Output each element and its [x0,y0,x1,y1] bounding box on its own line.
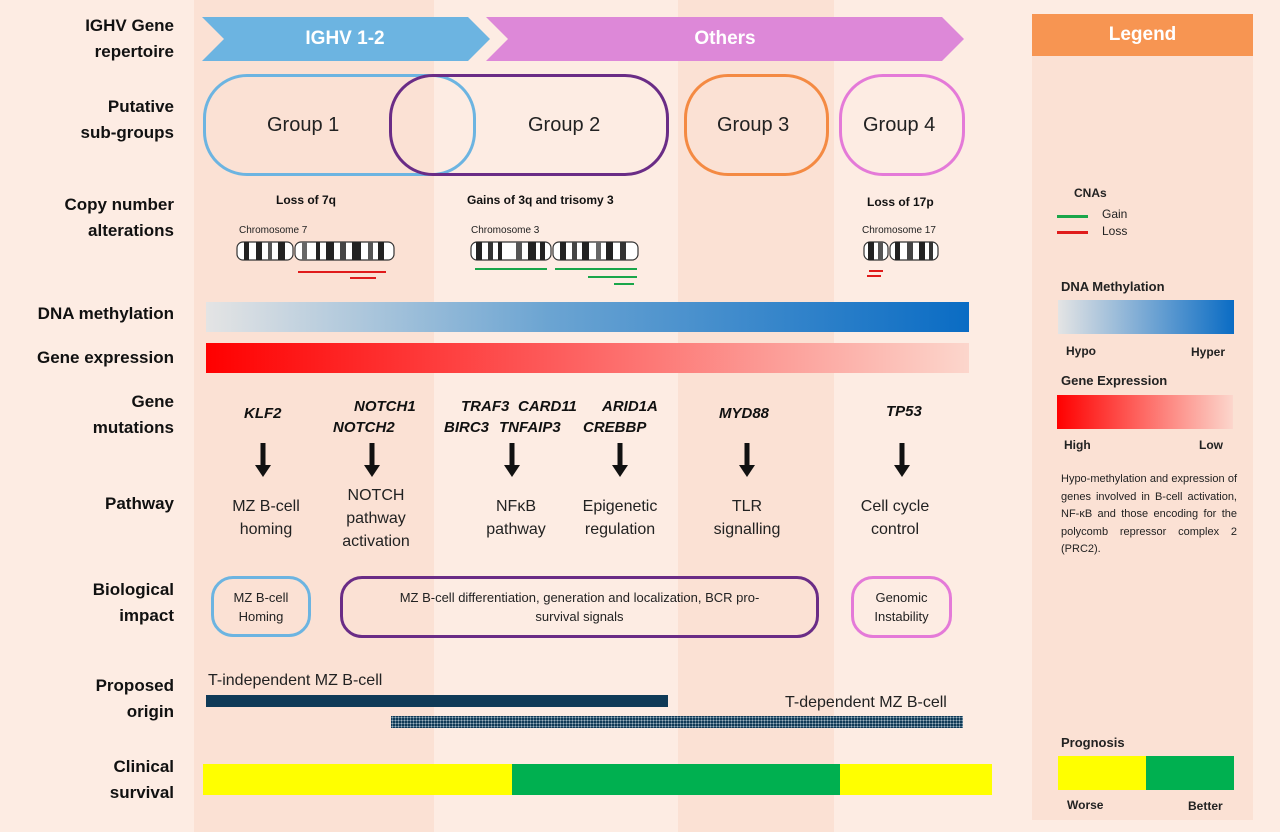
legend-better-label: Better [1188,799,1223,813]
arrow-down-icon [894,443,910,477]
chevron-others [486,17,964,61]
cna-loss-line [350,277,376,279]
legend-cnas-title: CNAs [1074,186,1107,200]
group2-label: Group 2 [528,114,601,136]
group4-box [839,74,965,176]
group4-label: Group 4 [863,114,936,136]
legend-title: Legend [1032,14,1253,56]
chromosome7-label: Chromosome 7 [239,225,308,236]
legend-worse-label: Worse [1067,798,1104,812]
chromosome17-ideogram [863,241,939,261]
origin-t-independent-bar [206,695,668,707]
cna-loss-line [867,275,881,277]
cna-gain-line [588,276,637,278]
mutation-traf3: TRAF3 [461,398,510,415]
legend-better-swatch [1146,756,1234,790]
legend-note: Hypo-methylation and expression of genes… [1061,473,1237,556]
origin-t-dependent-bar [391,716,963,728]
chromosome17-label: Chromosome 17 [862,225,936,236]
survival-bar-better [512,764,840,795]
mutation-notch2: NOTCH2 [333,419,395,436]
mutation-myd88: MYD88 [719,405,770,422]
expression-gradient-bar [206,343,969,373]
legend-methylation-title: DNA Methylation [1061,279,1165,294]
cna-gain-line [475,268,547,270]
mutation-crebbp: CREBBP [583,419,647,436]
legend-expression-gradient [1057,395,1233,429]
cna-loss-line [298,271,386,273]
label-methylation: DNA methylation [37,304,174,323]
cna-loss-line [869,270,883,272]
cna-group2-title: Gains of 3q and trisomy 3 [467,193,614,207]
group3-label: Group 3 [717,114,790,136]
group2-box [389,74,669,176]
legend-high-label: High [1064,438,1091,452]
group1-label: Group 1 [267,114,340,136]
arrow-down-icon [364,443,380,477]
arrow-down-icon [612,443,628,477]
arrow-down-icon [739,443,755,477]
group3-box [684,74,829,176]
mutation-notch1: NOTCH1 [354,398,416,415]
methylation-gradient-bar [206,302,969,332]
cna-gain-line [614,283,634,285]
mutation-tnfaip3: TNFAIP3 [499,419,561,436]
legend-worse-swatch [1058,756,1146,790]
ighv-chevrons [202,17,964,61]
mutation-card11: CARD11 [518,398,577,415]
cna-group4-title: Loss of 17p [867,195,934,209]
origin-t-dependent-label: T-dependent MZ B-cell [785,694,947,711]
mutation-birc3: BIRC3 [444,419,490,436]
survival-bar-worse [203,764,512,795]
mutation-tp53: TP53 [886,403,922,420]
chromosome3-ideogram [470,241,639,261]
mutation-arid1a: ARID1A [602,398,658,415]
label-expression: Gene expression [36,348,174,367]
chromosome7-ideogram [236,241,395,261]
legend-prognosis-title: Prognosis [1061,735,1125,750]
legend-loss-swatch [1057,231,1088,234]
chromosome3-label: Chromosome 3 [471,225,540,236]
survival-bar-worse [840,764,992,795]
arrow-down-icon [255,443,271,477]
mutation-klf2: KLF2 [244,405,282,422]
legend-hypo-label: Hypo [1066,344,1096,358]
group1-box [203,74,476,176]
others-label: Others [694,27,756,49]
origin-t-independent-label: T-independent MZ B-cell [208,672,383,689]
legend-methylation-gradient [1058,300,1234,334]
label-pathway: Pathway [105,494,174,513]
legend-hyper-label: Hyper [1191,345,1226,359]
ighv12-label: IGHV 1-2 [305,27,385,49]
legend-gain-swatch [1057,215,1088,218]
chevron-ighv12 [202,17,490,61]
legend-expression-title: Gene Expression [1061,373,1168,388]
cna-gain-line [555,268,637,270]
legend-low-label: Low [1199,438,1223,452]
legend-gain-label: Gain [1102,207,1128,221]
cna-group1-title: Loss of 7q [276,193,337,207]
arrow-down-icon [504,443,520,477]
legend-loss-label: Loss [1102,224,1128,238]
impact-differentiation-box: MZ B-cell differentiation, generation an… [340,576,819,638]
